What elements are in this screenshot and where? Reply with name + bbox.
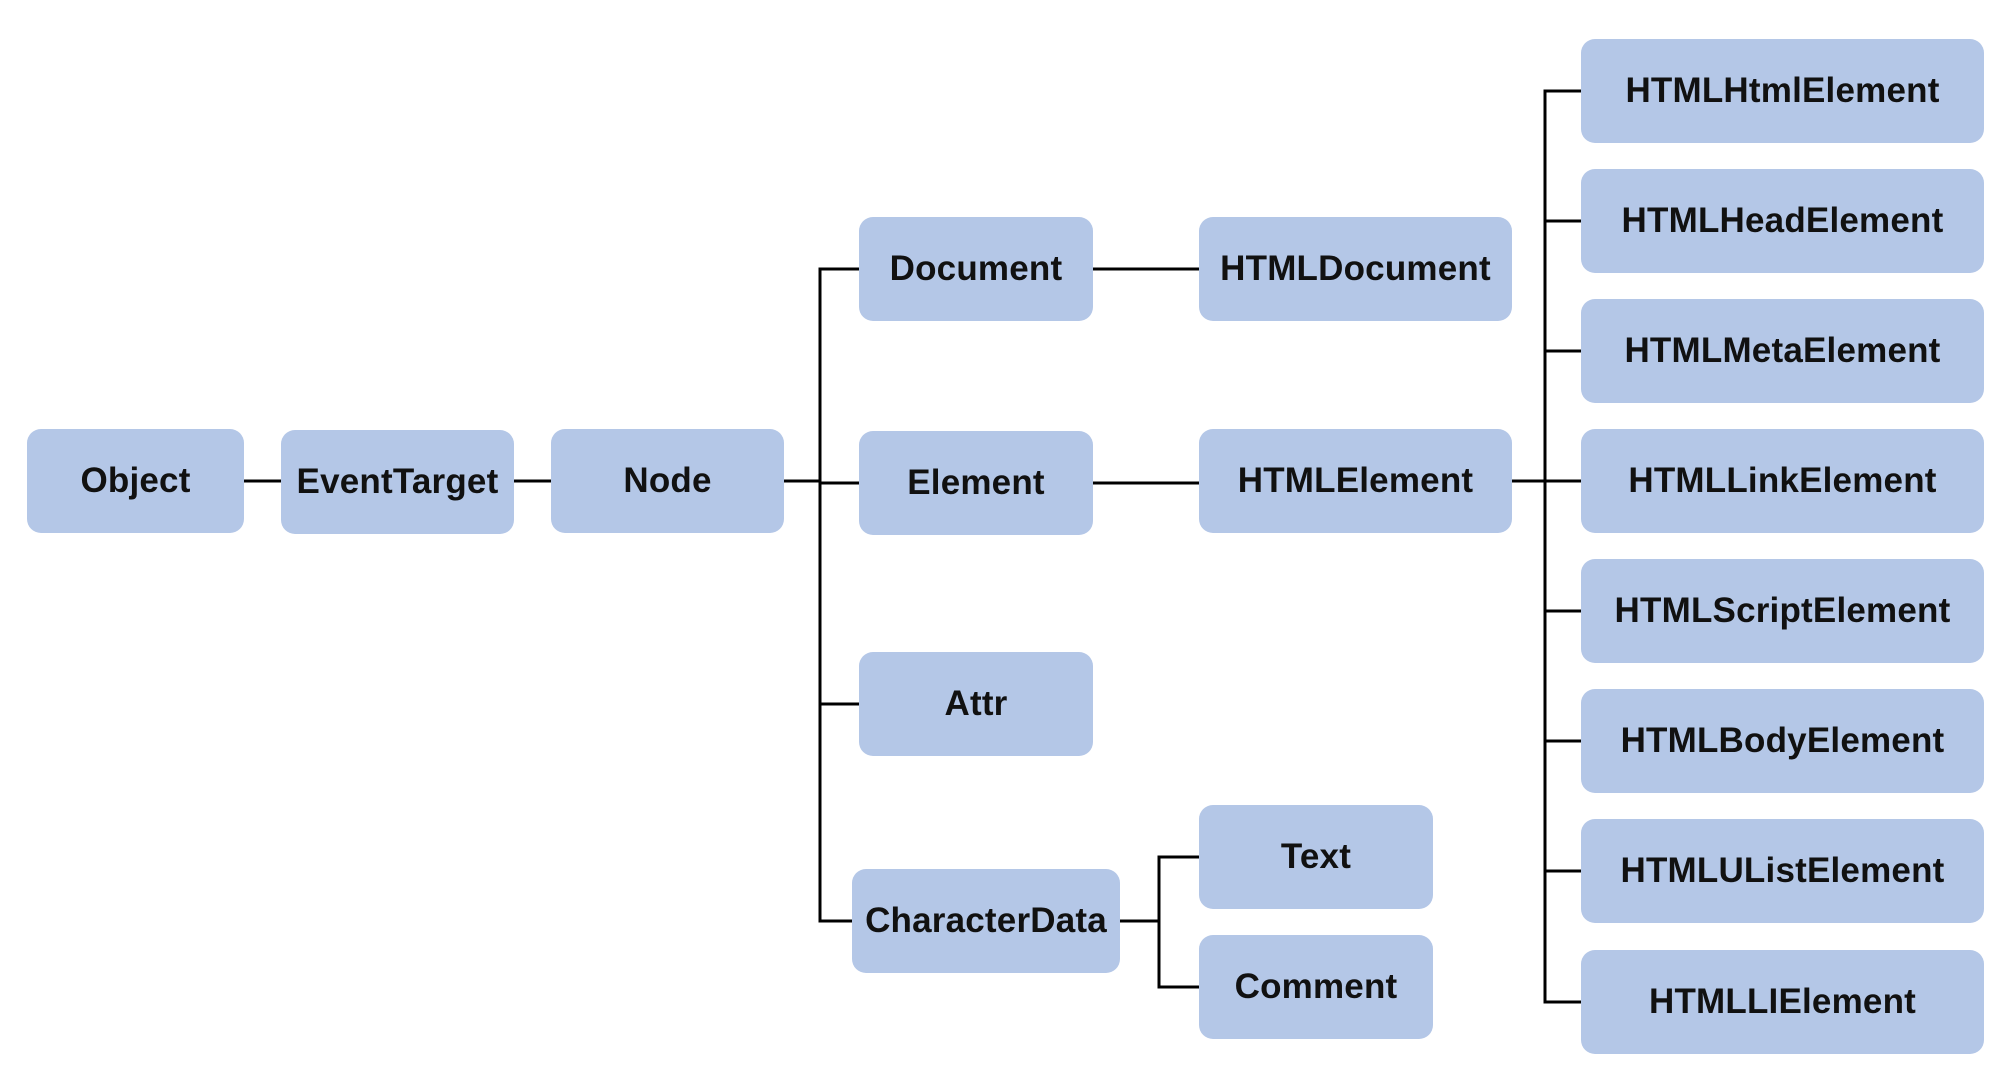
node-htmlbodyelement: HTMLBodyElement	[1581, 689, 1984, 793]
node-element: Element	[859, 431, 1093, 535]
node-htmlelement: HTMLElement	[1199, 429, 1512, 533]
node-htmlhtmlelement: HTMLHtmlElement	[1581, 39, 1984, 143]
node-object: Object	[27, 429, 244, 533]
node-node: Node	[551, 429, 784, 533]
node-htmlheadelement: HTMLHeadElement	[1581, 169, 1984, 273]
node-htmlulistelement: HTMLUListElement	[1581, 819, 1984, 923]
node-attr: Attr	[859, 652, 1093, 756]
node-htmllinkelement: HTMLLinkElement	[1581, 429, 1984, 533]
node-document: Document	[859, 217, 1093, 321]
node-htmllielement: HTMLLIElement	[1581, 950, 1984, 1054]
node-eventtarget: EventTarget	[281, 430, 514, 534]
node-text: Text	[1199, 805, 1433, 909]
node-characterdata: CharacterData	[852, 869, 1120, 973]
node-htmlscriptelement: HTMLScriptElement	[1581, 559, 1984, 663]
node-comment: Comment	[1199, 935, 1433, 1039]
node-htmlmetaelement: HTMLMetaElement	[1581, 299, 1984, 403]
node-htmldocument: HTMLDocument	[1199, 217, 1512, 321]
